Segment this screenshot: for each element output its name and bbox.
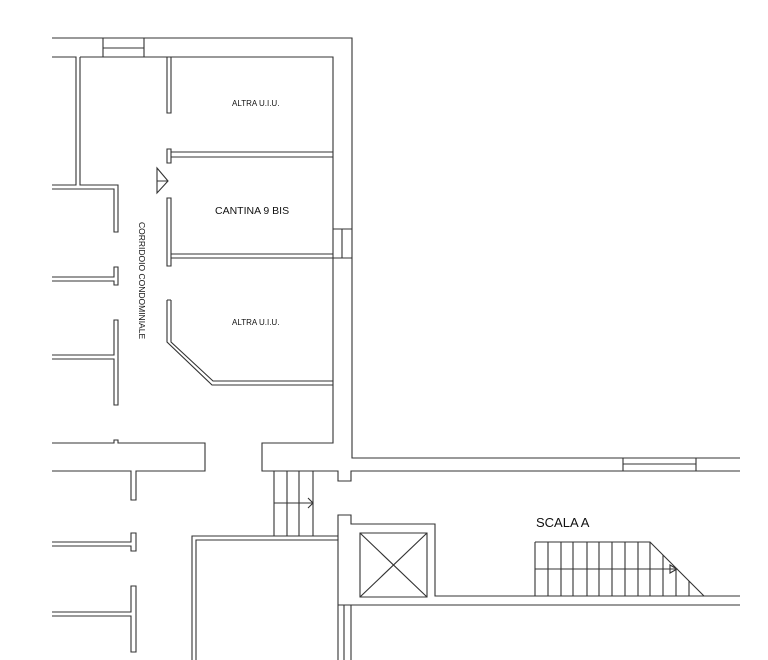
room-label-altra-top: ALTRA U.I.U. [232, 99, 279, 108]
left-wall-t1 [52, 266, 119, 286]
left-wall-t4 [52, 585, 137, 653]
top-window [102, 38, 145, 57]
entrance-arrow-icon [156, 166, 169, 195]
stair-label: SCALA A [536, 515, 590, 530]
altra-top-left-wall [166, 57, 172, 114]
left-wall-t3 [52, 532, 137, 552]
small-stair [273, 471, 314, 536]
room-label-altra-bottom: ALTRA U.I.U. [232, 318, 279, 327]
room-label-cantina: CANTINA 9 BIS [215, 205, 289, 217]
corridor-window [622, 458, 697, 471]
left-wall-t2 [52, 319, 119, 406]
altra-cantina-wall [166, 148, 333, 164]
walls [52, 37, 740, 660]
lift-icon [359, 532, 428, 598]
lower-block-wall [191, 535, 339, 660]
altra-bottom-wall [166, 299, 333, 386]
cantina-left-wall [166, 197, 333, 267]
outer-wall [52, 37, 740, 459]
left-wall-upper [52, 56, 119, 233]
cantina-window [333, 228, 352, 259]
main-stair [534, 541, 705, 597]
left-beam [52, 439, 206, 501]
lift-shaft-wall [337, 514, 740, 660]
inner-top-wall [80, 56, 740, 482]
corridor-label: CORRIDOIO CONDOMINIALE [137, 222, 147, 339]
